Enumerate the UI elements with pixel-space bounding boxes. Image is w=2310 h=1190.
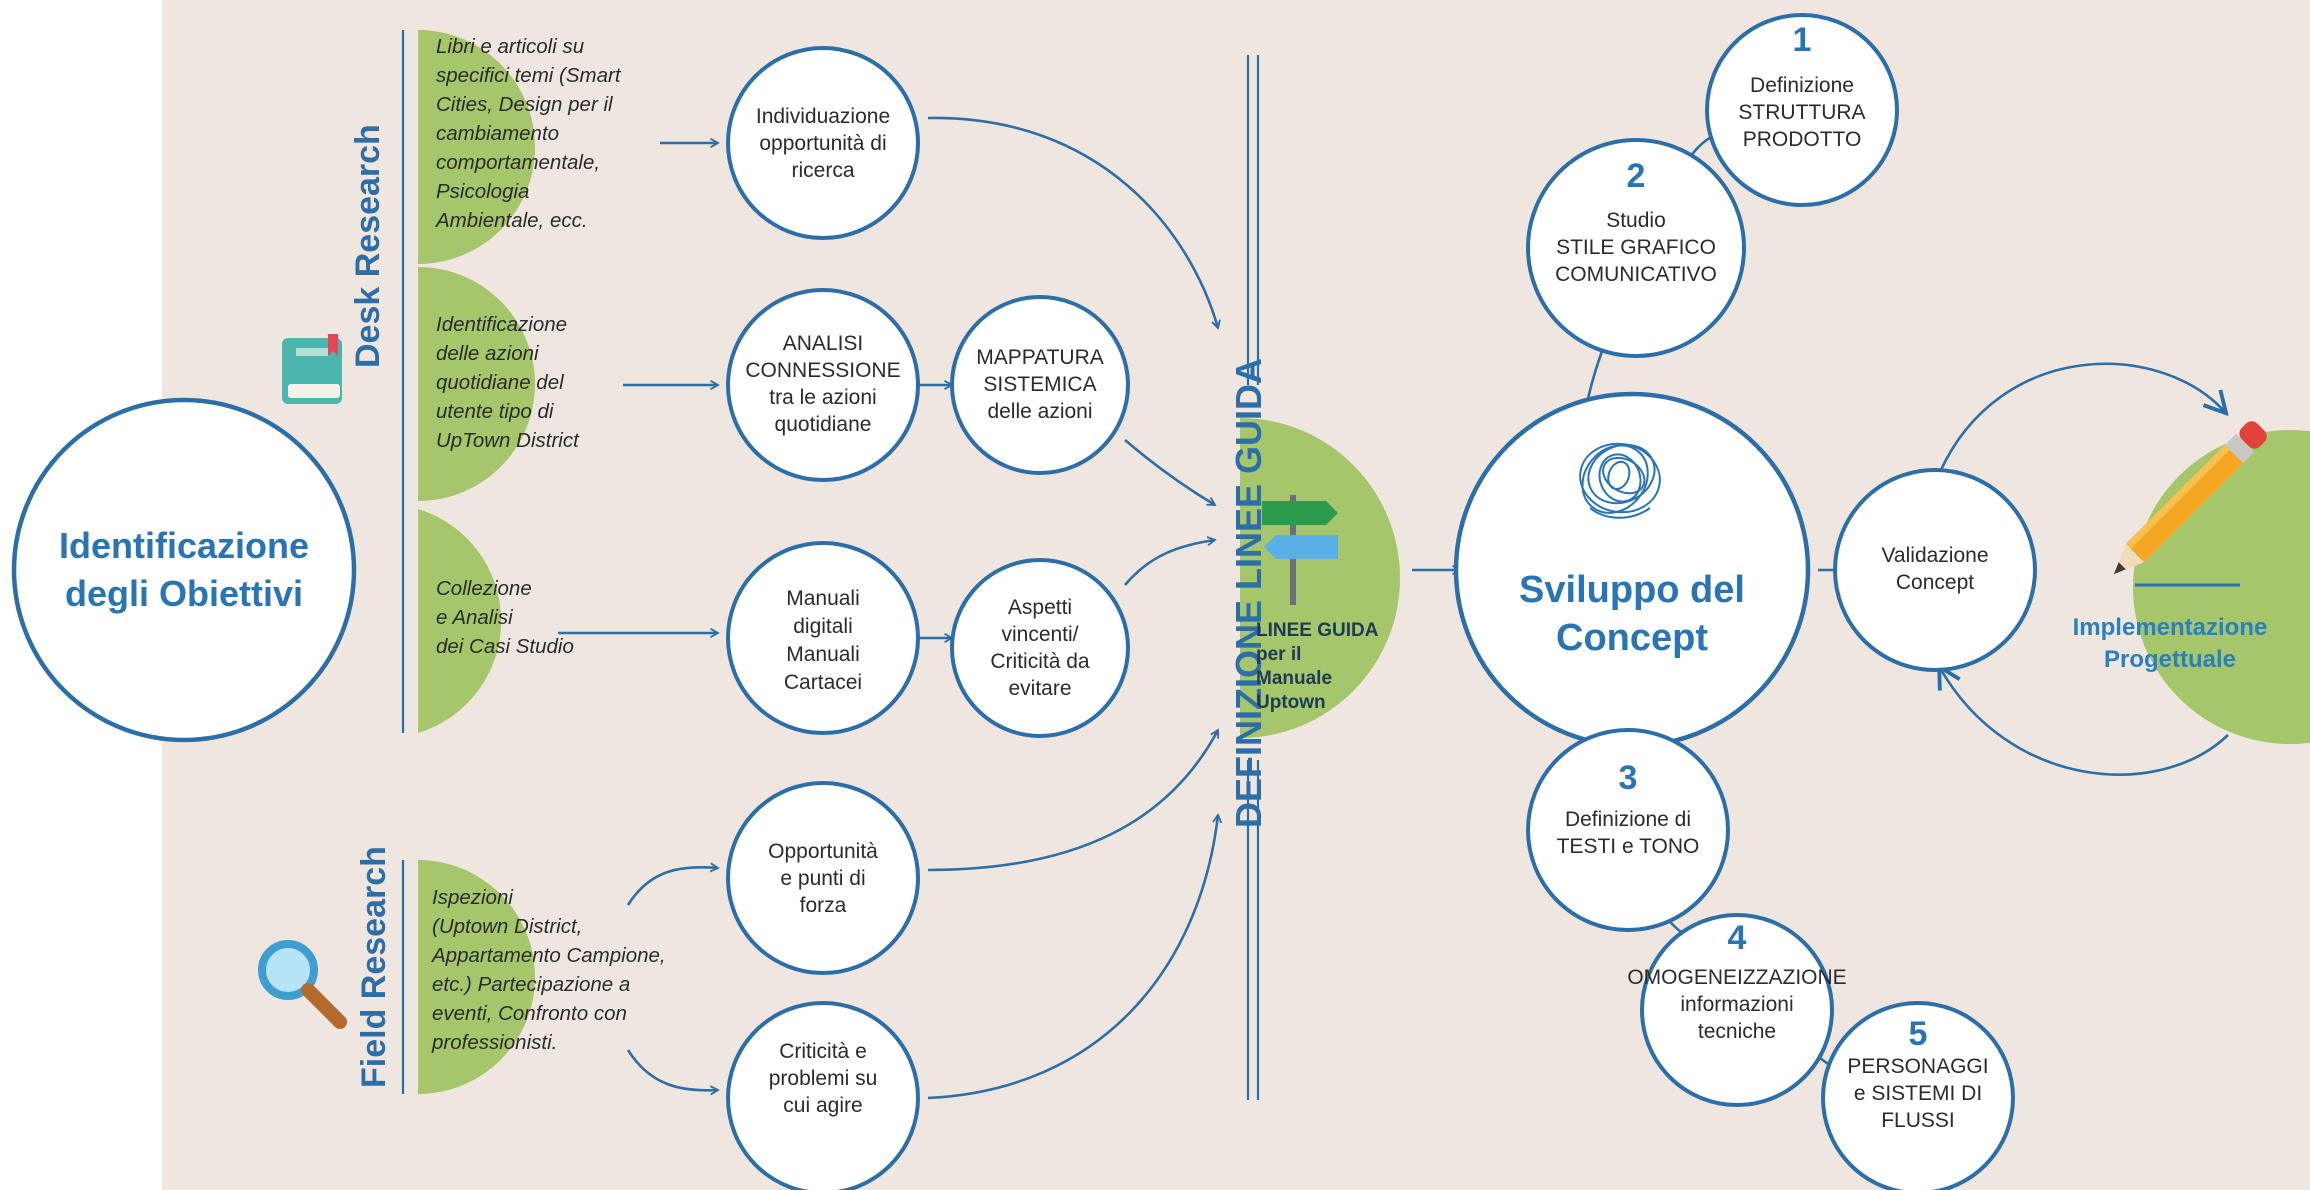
step-strengths-label: Opportunità e punti di forza bbox=[768, 840, 878, 917]
tab-books bbox=[418, 30, 535, 264]
step2-number: 2 bbox=[1626, 157, 1646, 195]
guidelines-title: DEFINIZIONE LINEE GUIDA bbox=[1228, 357, 1269, 829]
mapping-circle bbox=[950, 295, 1130, 475]
problems-circle bbox=[726, 1001, 920, 1190]
step4-number: 4 bbox=[1727, 919, 1747, 957]
guidelines-label: LINEE GUIDA per il Manuale Uptown bbox=[1256, 620, 1379, 713]
step3-number: 3 bbox=[1618, 759, 1638, 797]
step-opportunity-label: Individuazione opportunità di ricerca bbox=[755, 105, 891, 182]
book-icon bbox=[282, 334, 342, 404]
implementation-label: Implementazione Progettuale bbox=[2072, 614, 2268, 673]
arrow-opportunity-to-guidelines bbox=[927, 116, 1218, 328]
step2-circle bbox=[1526, 138, 1746, 358]
arrow-mapping-to-guidelines bbox=[1124, 439, 1215, 507]
magnifier-icon bbox=[258, 940, 347, 1029]
step4-circle bbox=[1640, 913, 1834, 1107]
aspects-circle bbox=[950, 558, 1130, 738]
arrow-implementation-to-validation bbox=[1940, 668, 2229, 776]
step1-label: Definizione STRUTTURA PRODOTTO bbox=[1738, 74, 1866, 151]
step-analysis-label: ANALISI CONNESSIONE tra le azioni quotid… bbox=[745, 332, 901, 436]
opportunity-circle bbox=[726, 46, 920, 240]
field-description: Ispezioni (Uptown District, Appartamento… bbox=[432, 886, 666, 1054]
field-research-title: Field Research bbox=[355, 846, 393, 1088]
step1-number: 1 bbox=[1792, 21, 1812, 59]
step2-label: Studio STILE GRAFICO COMUNICATIVO bbox=[1555, 209, 1717, 286]
step5-number: 5 bbox=[1908, 1015, 1928, 1053]
desk-research-title: Desk Research bbox=[349, 124, 387, 368]
tab-daily-actions bbox=[418, 267, 535, 501]
desk-row-1-description: Libri e articoli su specifici temi (Smar… bbox=[436, 35, 621, 232]
circles bbox=[11, 13, 2037, 1190]
validation-label: Validazione Concept bbox=[1881, 544, 1989, 594]
validation-circle bbox=[1833, 468, 2037, 672]
research-tabs bbox=[418, 30, 535, 1094]
signpost-icon bbox=[1262, 495, 1338, 605]
step-mapping-label: MAPPATURA SISTEMICA delle azioni bbox=[976, 346, 1104, 423]
tab-case-studies bbox=[418, 509, 502, 733]
manuals-circle bbox=[726, 541, 920, 735]
desk-row-2-description: Identificazione delle azioni quotidiane … bbox=[436, 313, 579, 452]
pencil-icon bbox=[2113, 421, 2267, 575]
main-goal-label: Identificazione degli Obiettivi bbox=[58, 525, 310, 614]
arrow-validation-to-implementation bbox=[1938, 362, 2225, 473]
scribble-icon bbox=[1579, 442, 1661, 519]
arrow-field-to-problems bbox=[626, 1049, 718, 1090]
strengths-circle bbox=[726, 781, 920, 975]
arrow-aspects-to-guidelines bbox=[1124, 540, 1215, 586]
step3-circle bbox=[1526, 728, 1730, 932]
tab-field bbox=[418, 860, 535, 1094]
arrow-problems-to-guidelines bbox=[927, 815, 1218, 1100]
arrow-field-to-strengths bbox=[626, 867, 718, 906]
step5-label: PERSONAGGI e SISTEMI DI FLUSSI bbox=[1847, 1055, 1989, 1132]
analysis-circle bbox=[726, 288, 920, 482]
guidelines-disc bbox=[1240, 418, 1400, 738]
step4-label: OMOGENEIZZAZIONE informazioni tecniche bbox=[1627, 966, 1847, 1043]
desk-row-3-description: Collezione e Analisi dei Casi Studio bbox=[436, 577, 574, 658]
objectives-circle bbox=[11, 397, 357, 743]
step-aspects-label: Aspetti vincenti/ Criticità da evitare bbox=[990, 596, 1090, 700]
arrow-strengths-to-guidelines bbox=[927, 730, 1220, 872]
step3-label: Definizione di TESTI e TONO bbox=[1556, 808, 1700, 858]
step-manuals-label: Manuali digitali Manuali Cartacei bbox=[783, 587, 863, 694]
step1-circle bbox=[1705, 13, 1899, 207]
concept-title: Sviluppo del Concept bbox=[1519, 569, 1745, 659]
step-problems-label: Criticità e problemi su cui agire bbox=[768, 1040, 878, 1117]
step5-circle bbox=[1821, 1001, 2015, 1190]
